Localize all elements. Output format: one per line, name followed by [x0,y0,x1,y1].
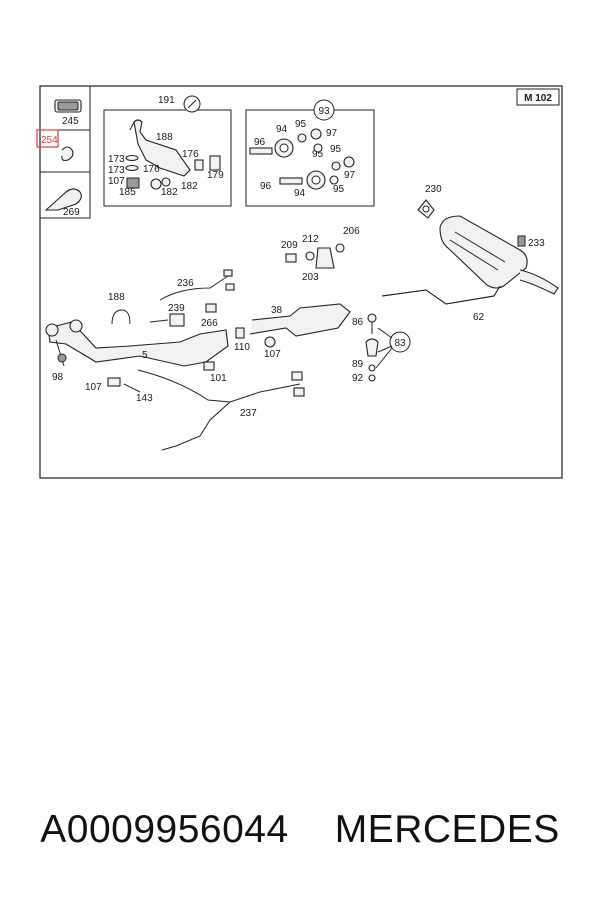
callout-266: 266 [201,318,218,329]
callout-185: 185 [119,187,136,198]
callout-237: 237 [240,408,257,419]
callout-230: 230 [425,184,442,195]
callout-101: 101 [210,373,227,384]
strap-part [44,188,82,211]
callout-107-b: 107 [264,349,281,360]
highlight-box [36,129,59,148]
callout-96-a: 96 [254,137,266,148]
callout-98: 98 [52,372,64,383]
callout-209: 209 [281,240,298,251]
callout-94-b: 94 [294,188,306,199]
callout-179: 179 [207,170,224,181]
callout-38: 38 [271,305,283,316]
callout-110: 110 [234,342,250,353]
product-caption: A0009956044 MERCEDES [0,806,600,854]
callout-95-b: 95 [312,149,324,160]
callout-83: 83 [394,338,406,349]
callout-97-a: 97 [326,128,338,139]
callout-107-a: 107 [108,176,125,187]
callout-182-a: 182 [161,187,178,198]
hanger-cluster: 206 212 209 203 [281,226,360,283]
callout-203: 203 [302,272,319,283]
callout-107-c: 107 [85,382,102,393]
callout-188-b: 188 [108,292,125,303]
brand-name: MERCEDES [334,808,560,851]
callout-5: 5 [142,350,148,361]
callout-188-a: 188 [156,132,173,143]
callout-245: 245 [62,116,79,127]
callout-236: 236 [177,278,194,289]
callout-269: 269 [63,207,80,218]
exhaust-parts-diagram: M 102 245 254 269 191 188 176 173 173 17… [36,85,563,479]
front-pipe-section: 236 188 239 266 38 110 107 98 5 101 107 … [45,269,351,451]
left-column-boxes: 245 254 269 [36,85,91,219]
callout-173-a: 173 [108,154,125,165]
mounting-kit-box: 93 94 95 97 96 95 95 96 97 94 95 [245,99,375,207]
callout-95-c: 95 [330,144,342,155]
part-number: A0009956044 [40,808,289,851]
callout-212: 212 [302,234,319,245]
model-label: M 102 [524,93,552,104]
callout-93-circle [313,99,335,121]
callout-89: 89 [352,359,364,370]
callout-182-b: 182 [181,181,198,192]
callout-95-a: 95 [295,119,307,130]
callout-176-a: 176 [182,149,199,160]
clamp-part-254 [61,146,74,162]
rear-muffler: 230 233 62 [381,184,559,323]
callout-92: 92 [352,373,364,384]
callout-233: 233 [528,238,545,249]
callout-176-b: 176 [143,164,160,175]
callout-254: 254 [41,135,58,146]
callout-96-b: 96 [260,181,272,192]
callout-173-b: 173 [108,165,125,176]
bolt-cluster: 86 83 89 92 [352,313,411,384]
callout-239: 239 [168,303,185,314]
model-label-box [516,88,560,106]
callout-206: 206 [343,226,360,237]
callout-86: 86 [352,317,364,328]
callout-93: 93 [318,106,330,117]
gasket-kit-box: 191 188 176 173 173 176 107 185 182 182 … [103,95,232,207]
callout-62: 62 [473,312,485,323]
callout-191: 191 [158,95,175,106]
callout-97-b: 97 [344,170,356,181]
callout-94-a: 94 [276,124,288,135]
callout-143: 143 [136,393,153,404]
callout-95-d: 95 [333,184,345,195]
